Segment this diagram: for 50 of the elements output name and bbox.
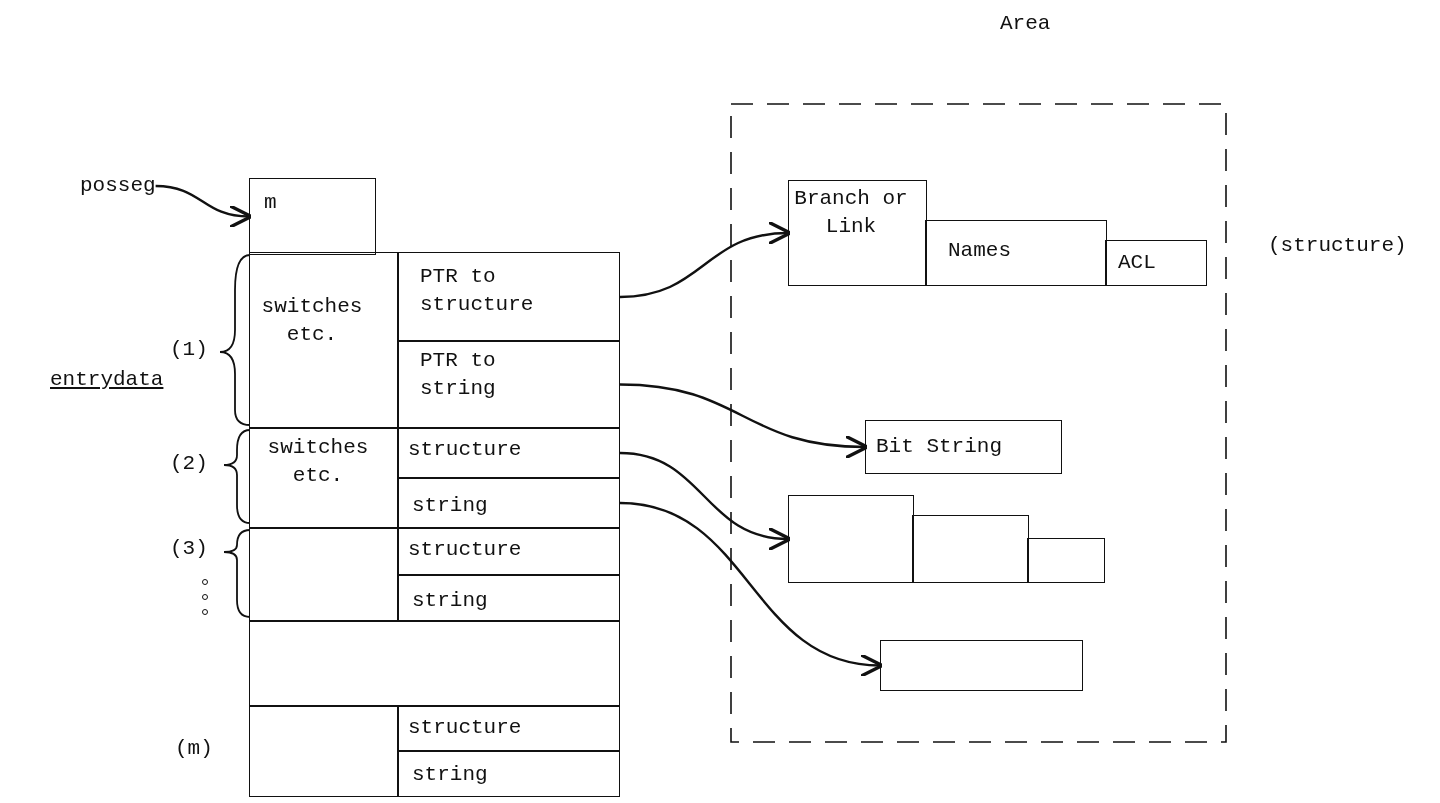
empty-table-cell: [249, 705, 399, 797]
side-label: (structure): [1268, 234, 1407, 257]
cell-text: Bit String: [876, 434, 1004, 460]
table-cell: [397, 477, 620, 529]
text-label: posseg: [80, 172, 156, 200]
cell-text: structure: [408, 437, 523, 463]
table-cell: [249, 427, 399, 529]
cell-text: m: [264, 190, 278, 216]
table-cell: [397, 750, 620, 797]
arrow: [619, 501, 884, 676]
table-cell: [397, 574, 620, 622]
table-cell: [397, 340, 620, 429]
empty-memory-block: [788, 495, 914, 583]
table-cell: [397, 427, 620, 479]
memory-block: [865, 420, 1062, 474]
arrow: [155, 184, 253, 228]
cell-text: PTR to structure: [420, 264, 535, 318]
table-cell: [249, 252, 399, 429]
cell-text: switches etc.: [266, 435, 370, 489]
row-number: (3): [170, 537, 208, 560]
table-cell: [397, 705, 620, 752]
cell-text: structure: [408, 537, 523, 563]
row-number: (m): [175, 737, 213, 760]
cell-text: structure: [408, 715, 523, 741]
cell-text: string: [412, 493, 489, 519]
cell-text: switches etc.: [260, 294, 364, 348]
arrow: [619, 451, 792, 550]
cell-text: PTR to string: [420, 348, 497, 402]
memory-block: [1105, 240, 1207, 286]
empty-memory-block: [1027, 538, 1105, 583]
table-cell: [397, 252, 620, 342]
empty-table-cell: [249, 527, 399, 622]
memory-block: [925, 220, 1107, 286]
arrow: [619, 221, 792, 299]
arrow: [619, 383, 869, 459]
row-number: (2): [170, 452, 208, 475]
table-cell: [249, 178, 376, 255]
table-cell: [397, 527, 620, 576]
cell-text: Names: [948, 238, 1012, 264]
empty-memory-block: [880, 640, 1083, 691]
area-heading: Area: [1000, 11, 1051, 37]
cell-text: ACL: [1118, 250, 1157, 276]
cell-text: Branch or Link: [793, 186, 909, 240]
empty-table-cell: [249, 620, 620, 707]
empty-memory-block: [912, 515, 1029, 583]
memory-block: [788, 180, 927, 286]
cell-text: string: [412, 588, 489, 614]
row-number: (1): [170, 338, 208, 361]
cell-text: string: [412, 762, 489, 788]
underlined-label: entrydata: [50, 368, 164, 391]
